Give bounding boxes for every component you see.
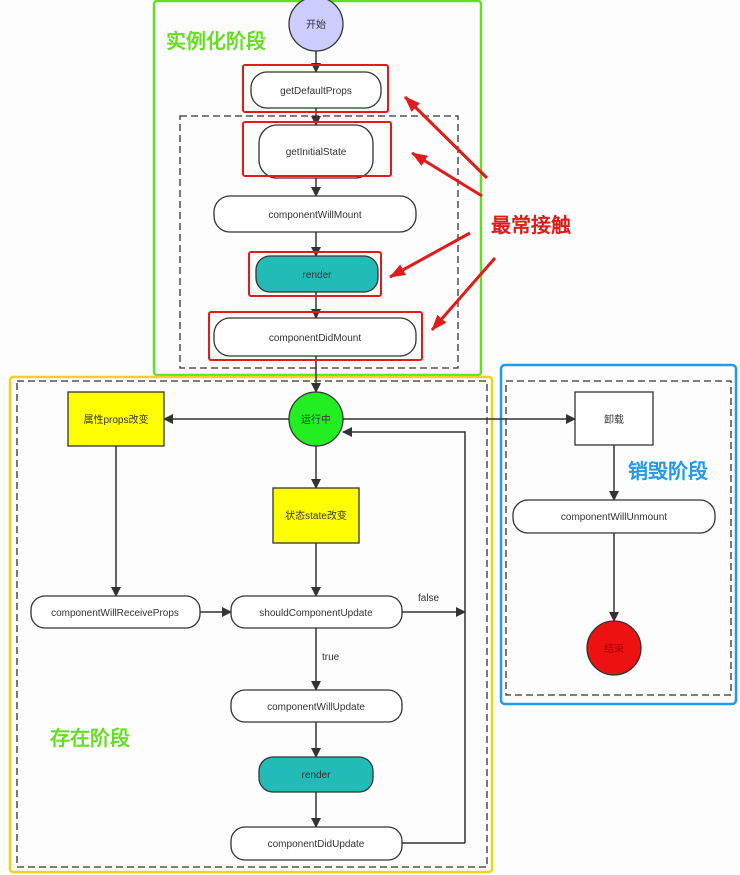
getdefaultprops-label: getDefaultProps bbox=[280, 86, 352, 97]
destruction-frame bbox=[499, 363, 738, 706]
componentwillunmount-label: componentWillUnmount bbox=[561, 512, 667, 523]
highlight-componentdidmount bbox=[208, 311, 423, 361]
node-unmount: 卸载 bbox=[574, 391, 654, 446]
arrow-to-getdefaultprops bbox=[403, 95, 489, 180]
stage-label-existence: 存在阶段 bbox=[50, 726, 130, 750]
edge-loop-back bbox=[342, 427, 466, 843]
running-label: 运行中 bbox=[301, 413, 331, 426]
edge-label-true: true bbox=[322, 652, 340, 663]
stage-label-destruction: 销毁阶段 bbox=[628, 459, 708, 483]
node-end: 结束 bbox=[586, 620, 642, 676]
unmount-label: 卸载 bbox=[604, 413, 624, 426]
node-componentwillunmount: componentWillUnmount bbox=[512, 499, 716, 534]
start-label: 开始 bbox=[306, 18, 326, 31]
node-shouldcomponentupdate: shouldComponentUpdate bbox=[230, 595, 403, 629]
arrow-to-componentdidmount bbox=[430, 257, 497, 331]
shouldcomponentupdate-label: shouldComponentUpdate bbox=[259, 608, 373, 619]
node-props-change: 属性props改变 bbox=[67, 391, 165, 447]
stage-label-instantiation: 实例化阶段 bbox=[166, 29, 266, 53]
node-componentdidmount: componentDidMount bbox=[213, 317, 417, 357]
edge-label-false: false bbox=[418, 593, 440, 604]
render-update-label: render bbox=[302, 770, 332, 781]
arrow-to-render bbox=[389, 231, 471, 279]
highlight-arrows bbox=[389, 95, 497, 331]
node-componentwillreceiveprops: componentWillReceiveProps bbox=[30, 595, 201, 629]
node-state-change: 状态state改变 bbox=[272, 487, 360, 544]
node-start: 开始 bbox=[288, 0, 344, 52]
node-componentwillupdate: componentWillUpdate bbox=[230, 689, 403, 723]
arrow-to-getinitialstate bbox=[411, 151, 483, 198]
destruction-dashed-group bbox=[505, 380, 732, 696]
existence-frame bbox=[8, 375, 494, 874]
getinitialstate-label: getInitialState bbox=[286, 147, 347, 158]
most-used-label: 最常接触 bbox=[491, 213, 571, 237]
componentwillmount-label: componentWillMount bbox=[268, 210, 362, 221]
node-componentdidupdate: componentDidUpdate bbox=[230, 826, 403, 861]
node-render-update: render bbox=[258, 756, 374, 793]
existence-dashed-group bbox=[16, 380, 488, 868]
render-mount-label: render bbox=[303, 270, 333, 281]
node-getinitialstate: getInitialState bbox=[258, 124, 374, 179]
edges bbox=[111, 51, 619, 844]
state-change-label: 状态state改变 bbox=[285, 509, 347, 522]
node-running: 运行中 bbox=[288, 391, 344, 447]
highlight-getinitialstate bbox=[242, 121, 392, 177]
node-componentwillmount: componentWillMount bbox=[213, 195, 417, 233]
end-label: 结束 bbox=[604, 642, 624, 655]
highlights bbox=[208, 64, 423, 361]
componentdidmount-label: componentDidMount bbox=[269, 333, 361, 344]
node-render-mount: render bbox=[255, 255, 379, 293]
componentwillreceiveprops-label: componentWillReceiveProps bbox=[51, 608, 179, 619]
componentdidupdate-label: componentDidUpdate bbox=[268, 839, 365, 850]
node-getdefaultprops: getDefaultProps bbox=[250, 71, 382, 109]
props-change-label: 属性props改变 bbox=[83, 413, 148, 426]
componentwillupdate-label: componentWillUpdate bbox=[267, 702, 365, 713]
highlight-getdefaultprops bbox=[242, 64, 389, 113]
highlight-render bbox=[248, 251, 382, 297]
